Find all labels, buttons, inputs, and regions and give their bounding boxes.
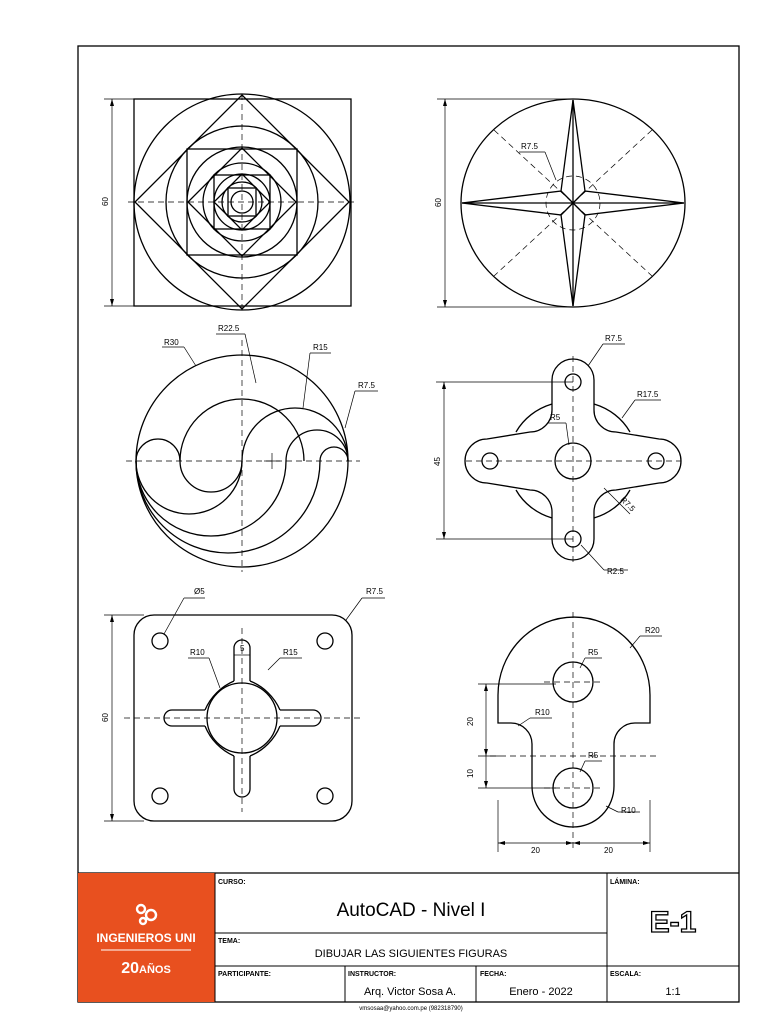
fig6-dim-r5-bottom: R5	[588, 751, 599, 760]
figure-3-spiral-circle: R30 R22.5 R15 R7.5	[126, 324, 378, 572]
figure-5-square-plate: 60 Ø5 R7.5 R10 5 R15	[101, 587, 385, 822]
fig5-dim-60: 60	[101, 713, 110, 722]
fig1-dim-height: 60	[101, 197, 110, 206]
fig5-dim-r7-5: R7.5	[366, 587, 383, 596]
fig4-dim-r17-5: R17.5	[637, 390, 659, 399]
fig3-dim-r7-5: R7.5	[358, 381, 375, 390]
title-block: INGENIEROS UNI 20AÑOS CURSO: AutoCAD - N…	[78, 872, 739, 1002]
fig6-dim-20-right: 20	[604, 846, 613, 855]
tema-value: DIBUJAR LAS SIGUIENTES FIGURAS	[315, 948, 508, 960]
escala-label: ESCALA:	[610, 971, 641, 978]
fig5-dim-diam5: Ø5	[194, 587, 205, 596]
fig2-dim-height: 60	[434, 198, 443, 207]
logo-anniversary: 20AÑOS	[121, 960, 171, 977]
escala-value: 1:1	[665, 986, 680, 998]
fig6-dim-20-left: 20	[531, 846, 540, 855]
fecha-value: Enero - 2022	[509, 986, 573, 998]
gears-icon	[135, 903, 158, 926]
fecha-label: FECHA:	[480, 971, 506, 978]
logo-brand: INGENIEROS UNI	[96, 931, 195, 945]
fig5-dim-r10: R10	[190, 648, 205, 657]
fig6-dim-20-vertical: 20	[466, 717, 475, 726]
fig6-dim-r20: R20	[645, 626, 660, 635]
curso-label: CURSO:	[218, 879, 246, 886]
fig4-dim-r7-5-diag: R7.5	[619, 495, 638, 514]
fig6-dim-r10-left: R10	[535, 708, 550, 717]
tema-label: TEMA:	[218, 938, 240, 945]
lamina-label: LÁMINA:	[610, 877, 640, 886]
figure-2-compass-star: 60 R7.5	[434, 98, 686, 308]
logo-panel	[78, 873, 215, 1002]
course-title: AutoCAD - Nivel I	[337, 900, 486, 921]
instructor-label: INSTRUCTOR:	[348, 971, 396, 978]
fig4-dim-r5: R5	[550, 413, 561, 422]
fig4-dim-r7-5-top: R7.5	[605, 334, 622, 343]
fig6-dim-10-vertical: 10	[466, 769, 475, 778]
fig6-dim-r10-bottom: R10	[621, 806, 636, 815]
fig6-dim-r5-top: R5	[588, 648, 599, 657]
footer-contact: vmsosaa@yahoo.com.pe (982318790)	[359, 1006, 463, 1012]
fig3-dim-r15: R15	[313, 343, 328, 352]
instructor-value: Arq. Victor Sosa A.	[364, 986, 456, 998]
figure-1-nested-squares: 60	[101, 93, 356, 312]
figure-6-arch-plate: 20 10 20 20 R20 R5 R10 R5 R10	[466, 612, 662, 855]
fig4-dim-45: 45	[433, 457, 442, 466]
participante-label: PARTICIPANTE:	[218, 971, 271, 978]
fig3-dim-r30: R30	[164, 338, 179, 347]
fig4-dim-r2-5: R2.5	[607, 567, 624, 576]
fig2-dim-r7-5: R7.5	[521, 142, 538, 151]
lamina-value: E-1	[650, 906, 697, 939]
fig5-dim-r15: R15	[283, 648, 298, 657]
fig3-dim-r22-5: R22.5	[218, 324, 240, 333]
sheet-border	[77, 45, 740, 1003]
figure-4-cross-flange: 45 R7.5 R17.5 R5 R7.5 R2.5	[433, 334, 682, 576]
fig5-dim-5: 5	[240, 644, 245, 653]
